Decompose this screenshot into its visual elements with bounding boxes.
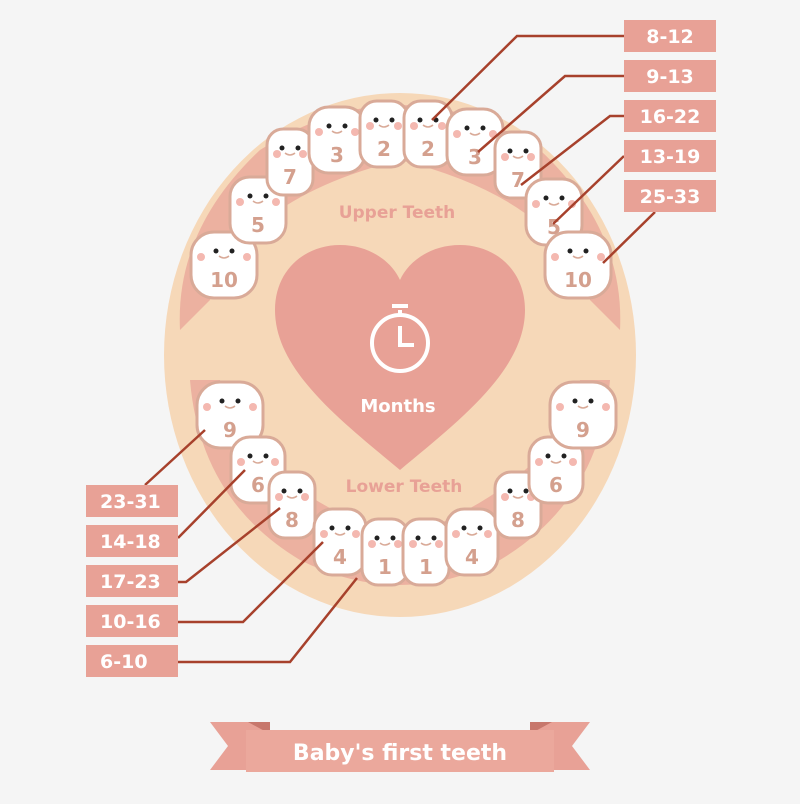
lower-tooth: 9 <box>195 380 265 450</box>
connector-line <box>178 577 358 664</box>
age-range-label: 16-22 <box>624 100 716 132</box>
title: Baby's first teeth <box>293 741 507 766</box>
title-banner: Baby's first teeth <box>210 722 590 772</box>
lower-tooth: 1 <box>401 517 451 587</box>
upper-tooth: 7 <box>265 127 315 197</box>
svg-text:16-22: 16-22 <box>640 106 701 128</box>
lower-tooth: 1 <box>360 517 410 587</box>
tooth-number: 2 <box>377 137 391 161</box>
tooth-number: 7 <box>511 168 525 192</box>
svg-text:17-23: 17-23 <box>100 571 161 593</box>
tooth-number: 3 <box>468 145 482 169</box>
tooth-number: 7 <box>283 165 297 189</box>
connector-line <box>177 469 246 539</box>
lower-tooth: 4 <box>444 507 500 577</box>
svg-text:9-13: 9-13 <box>646 66 694 88</box>
upper-tooth: 2 <box>358 99 410 169</box>
tooth-number: 2 <box>421 137 435 161</box>
age-range-label: 6-10 <box>86 645 178 677</box>
tooth-number: 10 <box>564 268 592 292</box>
heart-shape <box>275 245 525 470</box>
connector-line <box>144 429 206 486</box>
upper-tooth: 2 <box>402 99 454 169</box>
connector-line <box>520 114 624 186</box>
tooth-number: 10 <box>210 268 238 292</box>
tooth-number: 1 <box>419 555 433 579</box>
connector-line <box>552 155 625 225</box>
upper-tooth: 3 <box>307 105 367 175</box>
tooth-number: 4 <box>333 545 347 569</box>
tooth-number: 5 <box>251 213 265 237</box>
center-label: Months <box>360 396 435 417</box>
svg-text:14-18: 14-18 <box>100 531 161 553</box>
upper-teeth-label: Upper Teeth <box>339 203 456 223</box>
age-range-label: 10-16 <box>86 605 178 637</box>
upper-tooth: 10 <box>543 230 613 300</box>
svg-text:25-33: 25-33 <box>640 186 701 208</box>
svg-text:13-19: 13-19 <box>640 146 701 168</box>
age-range-label: 14-18 <box>86 525 178 557</box>
lower-tooth: 8 <box>267 470 317 540</box>
age-range-label: 25-33 <box>624 180 716 212</box>
tooth-number: 8 <box>285 508 299 532</box>
tooth-number: 9 <box>576 418 590 442</box>
svg-text:10-16: 10-16 <box>100 611 161 633</box>
lower-tooth: 9 <box>548 380 618 450</box>
tooth-number: 6 <box>549 473 563 497</box>
age-range-label: 17-23 <box>86 565 178 597</box>
tooth-number: 6 <box>251 473 265 497</box>
age-range-label: 8-12 <box>624 20 716 52</box>
stopwatch-icon <box>370 304 430 373</box>
age-range-label: 13-19 <box>624 140 716 172</box>
connector-line <box>178 507 281 584</box>
tooth-number: 3 <box>330 143 344 167</box>
connector-line <box>477 74 624 153</box>
tooth-number: 4 <box>465 545 479 569</box>
svg-text:8-12: 8-12 <box>646 26 694 48</box>
upper-tooth: 10 <box>189 230 259 300</box>
connector-line <box>178 541 324 624</box>
lower-teeth-label: Lower Teeth <box>346 477 463 497</box>
svg-text:23-31: 23-31 <box>100 491 161 513</box>
upper-tooth: 5 <box>228 175 288 245</box>
svg-text:6-10: 6-10 <box>100 651 148 673</box>
upper-tooth: 7 <box>493 130 543 200</box>
connector-line <box>431 34 624 121</box>
tooth-number: 9 <box>223 418 237 442</box>
connector-line <box>602 211 656 264</box>
tooth-number: 8 <box>511 508 525 532</box>
age-range-label: 9-13 <box>624 60 716 92</box>
tooth-number: 1 <box>378 555 392 579</box>
age-range-label: 23-31 <box>86 485 178 517</box>
